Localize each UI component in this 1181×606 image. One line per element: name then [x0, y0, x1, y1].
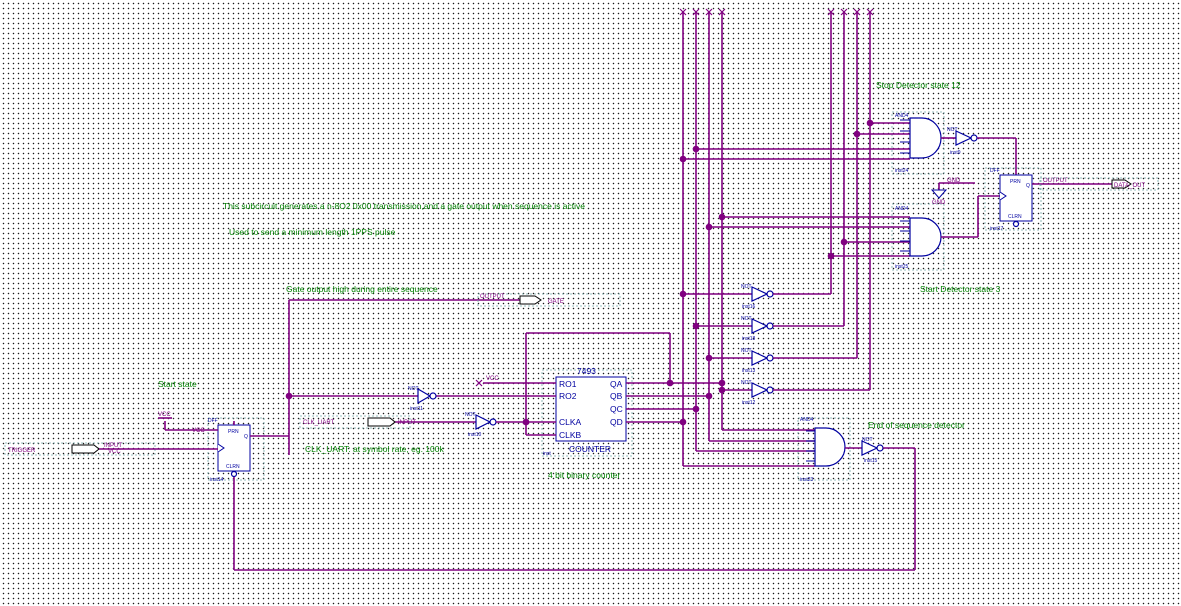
instance-label: inst11 — [410, 406, 423, 412]
instance-label: inst17 — [990, 226, 1004, 232]
and-gate-stop[interactable]: AND4 inst24 — [683, 111, 945, 175]
gate-type-label: AND4 — [800, 417, 814, 423]
prn-label: PRN — [228, 429, 239, 435]
instance-label: inst9 — [950, 150, 961, 156]
end-detector-label: End of sequence detector — [868, 420, 965, 430]
bus-lines — [679, 8, 874, 466]
stop-detector-label: Stop Detector state 12 — [876, 80, 961, 90]
instance-label: inst — [543, 451, 551, 457]
svg-text:OUTPUT: OUTPUT — [480, 294, 505, 300]
not-gate-stop[interactable]: NOT inst9 — [941, 127, 1017, 175]
svg-text:DFF: DFF — [208, 418, 218, 424]
vcc-ro1: VCC — [475, 376, 499, 387]
clk-note: CLK_UART: at symbol rate, eg. 100k — [305, 444, 444, 454]
pin-qc: QC — [610, 404, 623, 414]
svg-text:INPUT: INPUT — [104, 443, 122, 449]
instance-label: inst25 — [895, 264, 909, 270]
not-gate-a[interactable]: NOT inst16 — [683, 284, 831, 310]
pin-qb: QB — [610, 391, 623, 401]
prn-label: PRN — [1010, 179, 1021, 185]
clrn-label: CLRN — [1008, 214, 1022, 220]
pin-qd: QD — [610, 417, 623, 427]
instance-label: inst15 — [864, 458, 878, 464]
vcc-ff: VCC VCC — [158, 412, 205, 434]
not-gate-clk[interactable]: NOT inst10 — [395, 412, 526, 438]
dff-start[interactable]: PRN CLRN Q DFF inst14 — [164, 417, 916, 571]
clk-uart-input[interactable]: CLK_UART INPUT — [299, 415, 416, 429]
svg-text:DFF: DFF — [990, 168, 1000, 174]
pin-clkb: CLKB — [559, 430, 582, 440]
clrn-label: CLRN — [226, 464, 240, 470]
annotations: Stop Detector state 12 Start Detector st… — [158, 80, 1001, 480]
data-out-label: DATA_OUT — [1114, 183, 1145, 189]
and-gate-start[interactable]: AND4 inst25 — [709, 195, 1000, 271]
instance-label: inst14 — [210, 477, 224, 483]
counter-name-label: COUNTER — [569, 444, 611, 454]
counter-note: 4 bit binary counter — [548, 470, 620, 480]
instance-label: inst12 — [742, 400, 756, 406]
and-gate-end[interactable]: AND4 inst23 — [683, 417, 862, 483]
svg-text:NOT: NOT — [741, 348, 752, 354]
not-gate-c[interactable]: NOT inst13 — [709, 348, 857, 374]
description-line-1: This subcircuit generates a n-8O2 0x00 t… — [223, 201, 585, 211]
instance-label: inst10 — [468, 432, 482, 438]
q-label: Q — [1026, 183, 1030, 189]
pin-ro2: RO2 — [559, 391, 577, 401]
start-detector-label: Start Detector state 3 — [920, 284, 1001, 294]
gnd-label: GND — [947, 178, 961, 184]
not-gate-end[interactable]: NOT inst15 — [861, 437, 915, 464]
pin-clka: CLKA — [559, 417, 582, 427]
dff-output[interactable]: PRN CLRN Q DFF inst17 — [984, 167, 1112, 232]
svg-text:NOT: NOT — [465, 412, 476, 418]
junctions — [285, 119, 874, 426]
svg-text:NOT: NOT — [408, 386, 419, 392]
pin-ro1: RO1 — [559, 379, 577, 389]
gate-note: Gate output high during entire sequence — [286, 284, 438, 294]
svg-text:VCC: VCC — [108, 449, 121, 455]
start-state-label: Start state — [158, 379, 197, 389]
vcc-label: VCC — [158, 412, 171, 418]
instance-label: inst18 — [742, 336, 756, 342]
clk-uart-label: CLK_UART — [303, 420, 335, 426]
svg-text:OUTPUT: OUTPUT — [1043, 178, 1068, 184]
gate-type-label: AND4 — [895, 206, 909, 212]
trigger-input[interactable]: TRIGGER INPUT VCC — [4, 442, 218, 456]
not-gate-b[interactable]: NOT inst18 — [696, 316, 844, 342]
vcc-label: VCC — [486, 376, 499, 382]
gnd-symbol: GND GND — [930, 178, 975, 206]
svg-text:NOT: NOT — [741, 380, 752, 386]
svg-text:NOT: NOT — [741, 316, 752, 322]
instance-label: inst13 — [742, 368, 756, 374]
gate-output-port[interactable]: OUTPUT GATE — [288, 293, 621, 455]
svg-text:INPUT: INPUT — [398, 420, 416, 426]
data-out-port[interactable]: OUTPUT DATA_OUT — [1039, 177, 1159, 191]
svg-text:NOT: NOT — [741, 284, 752, 290]
not-gate-d[interactable]: NOT inst12 — [722, 380, 870, 406]
pin-qa: QA — [610, 379, 623, 389]
description-line-2: Used to send a minimum length 1PPS pulse — [229, 227, 396, 237]
gate-label: GATE — [548, 299, 564, 305]
instance-label: inst23 — [800, 477, 814, 483]
counter-part-label: 7493 — [577, 366, 596, 376]
svg-text:NOT: NOT — [862, 437, 873, 443]
instance-label: inst16 — [742, 304, 756, 310]
trigger-label: TRIGGER — [8, 448, 36, 454]
instance-label: inst24 — [895, 168, 909, 174]
gate-type-label: AND4 — [895, 113, 909, 119]
q-label: Q — [244, 434, 248, 440]
not-gate-gate[interactable]: NOT inst11 — [408, 386, 437, 412]
svg-text:VCC: VCC — [192, 428, 205, 434]
svg-text:NOT: NOT — [947, 127, 958, 133]
counter-7493[interactable]: 7493 COUNTER RO1 RO2 CLKA CLKB QA QB QC … — [289, 332, 722, 457]
gnd-label-2: GND — [932, 200, 946, 206]
